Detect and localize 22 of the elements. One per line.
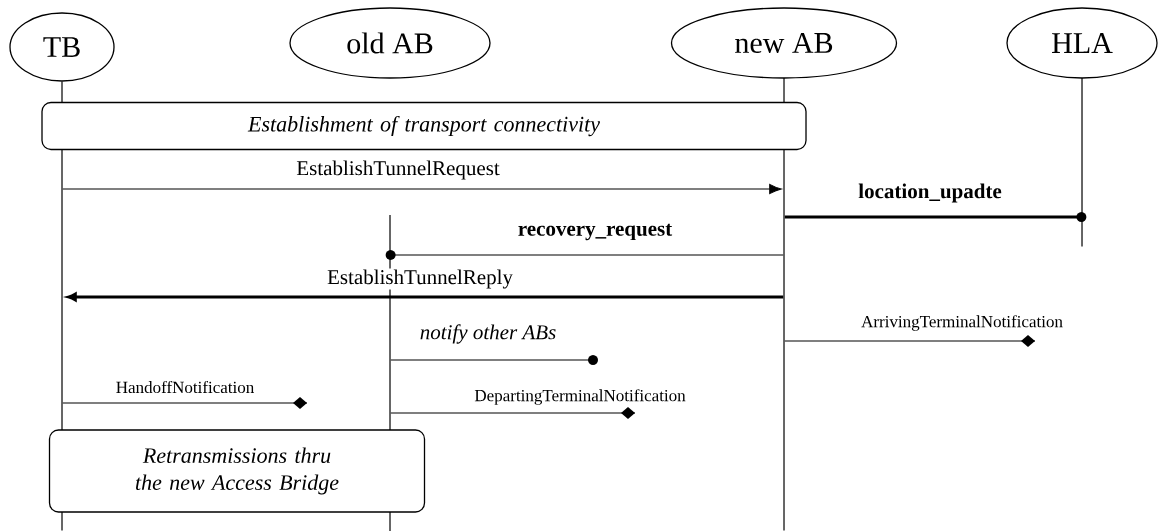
edge-label: location_upadte xyxy=(857,182,1003,204)
message-arrow xyxy=(62,397,308,409)
edge-label: DepartingTerminalNotification xyxy=(473,388,687,406)
lifeline xyxy=(61,81,63,531)
edge-label: HandoffNotification xyxy=(114,379,256,395)
message-arrow xyxy=(390,407,636,419)
edge-label: EstablishTunnelRequest xyxy=(295,159,501,181)
message-arrow xyxy=(62,183,782,195)
node-label: HLA xyxy=(1052,33,1113,53)
note-box: Retransmissions thru the new Access Bridge xyxy=(48,429,426,513)
edge-label: notify other ABs xyxy=(418,323,558,345)
message-arrow xyxy=(390,355,598,365)
edge-label: ArrivingTerminalNotification xyxy=(860,314,1064,332)
lifeline xyxy=(1081,77,1083,247)
message-arrow xyxy=(385,250,784,260)
edge-label: recovery_request xyxy=(516,222,674,242)
note-box: Establishment of transport connectivity xyxy=(41,101,807,151)
edge-label: EstablishTunnelReply xyxy=(326,268,514,290)
message-arrow xyxy=(784,335,1036,347)
message-arrow xyxy=(66,292,784,302)
lifeline xyxy=(389,215,391,531)
message-arrow xyxy=(784,212,1087,222)
